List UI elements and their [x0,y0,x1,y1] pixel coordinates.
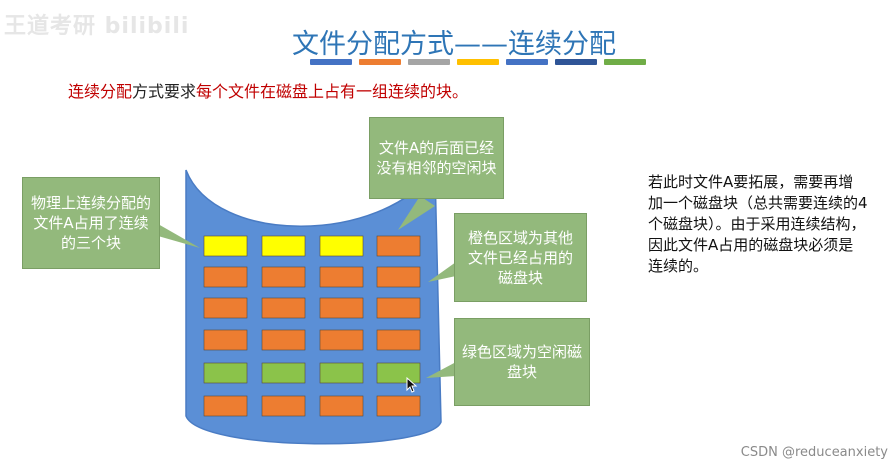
disk-block-orange [261,297,306,319]
callout-physical: 物理上连续分配的文件A占用了连续的三个块 [22,177,160,269]
disk-block-yellow [203,235,248,257]
disk-block-orange [376,329,421,351]
disk-block-orange [203,395,248,417]
color-bar [506,59,548,65]
color-bar [408,59,450,65]
color-bar [359,59,401,65]
disk-block-orange [261,395,306,417]
color-bar-strip [310,59,646,65]
callout-no-neighbor-pointer [398,196,435,230]
intro-sentence: 连续分配方式要求每个文件在磁盘上占有一组连续的块。 [68,78,468,102]
callout-orange-pointer [428,262,456,282]
disk-block-orange [203,297,248,319]
page-title: 文件分配方式——连续分配 [292,29,616,60]
intro-text: 方式要求 [132,82,197,101]
watermark-logo: 王道考研 bilibili [4,14,190,39]
color-bar [457,59,499,65]
disk-block-orange [261,266,306,288]
disk-block-orange [376,395,421,417]
credit-watermark: CSDN @reduceanxiety [740,445,888,460]
disk-block-green [203,362,248,384]
disk-block-yellow [319,235,364,257]
callout-no-neighbor-text: 文件A的后面已经没有相邻的空闲块 [376,139,497,177]
disk-block-orange [203,266,248,288]
callout-physical-pointer [158,224,200,248]
disk-block-orange [319,395,364,417]
disk-block-green [376,362,421,384]
disk-block-orange [376,235,421,257]
disk-block-orange [376,297,421,319]
disk-block-orange [319,297,364,319]
disk-block-yellow [261,235,306,257]
disk-block-grid [203,235,421,417]
callout-orange-text: 橙色区域为其他文件已经占用的磁盘块 [467,228,573,287]
disk-block-orange [203,329,248,351]
disk-block-green [261,362,306,384]
color-bar [604,59,646,65]
disk-block-orange [319,329,364,351]
color-bar [555,59,597,65]
intro-highlight: 每个文件在磁盘上占有一组连续的块。 [196,82,469,101]
callout-orange: 橙色区域为其他文件已经占用的磁盘块 [454,213,587,302]
callout-physical-text: 物理上连续分配的文件A占用了连续的三个块 [30,194,151,252]
disk-block-green [319,362,364,384]
explanation-note: 若此时文件A要拓展，需要再增加一个磁盘块（总共需要连续的4个磁盘块）。由于采用连… [648,173,868,275]
callout-green-pointer [426,362,456,378]
callout-green-text: 绿色区域为空闲磁盘块 [461,343,582,381]
color-bar [310,59,352,65]
disk-block-orange [319,266,364,288]
intro-term: 连续分配 [68,82,133,101]
mouse-cursor-icon [406,377,418,393]
callout-no-neighbor: 文件A的后面已经没有相邻的空闲块 [369,117,504,199]
callout-green: 绿色区域为空闲磁盘块 [454,318,590,406]
disk-block-orange [376,266,421,288]
disk-block-orange [261,329,306,351]
